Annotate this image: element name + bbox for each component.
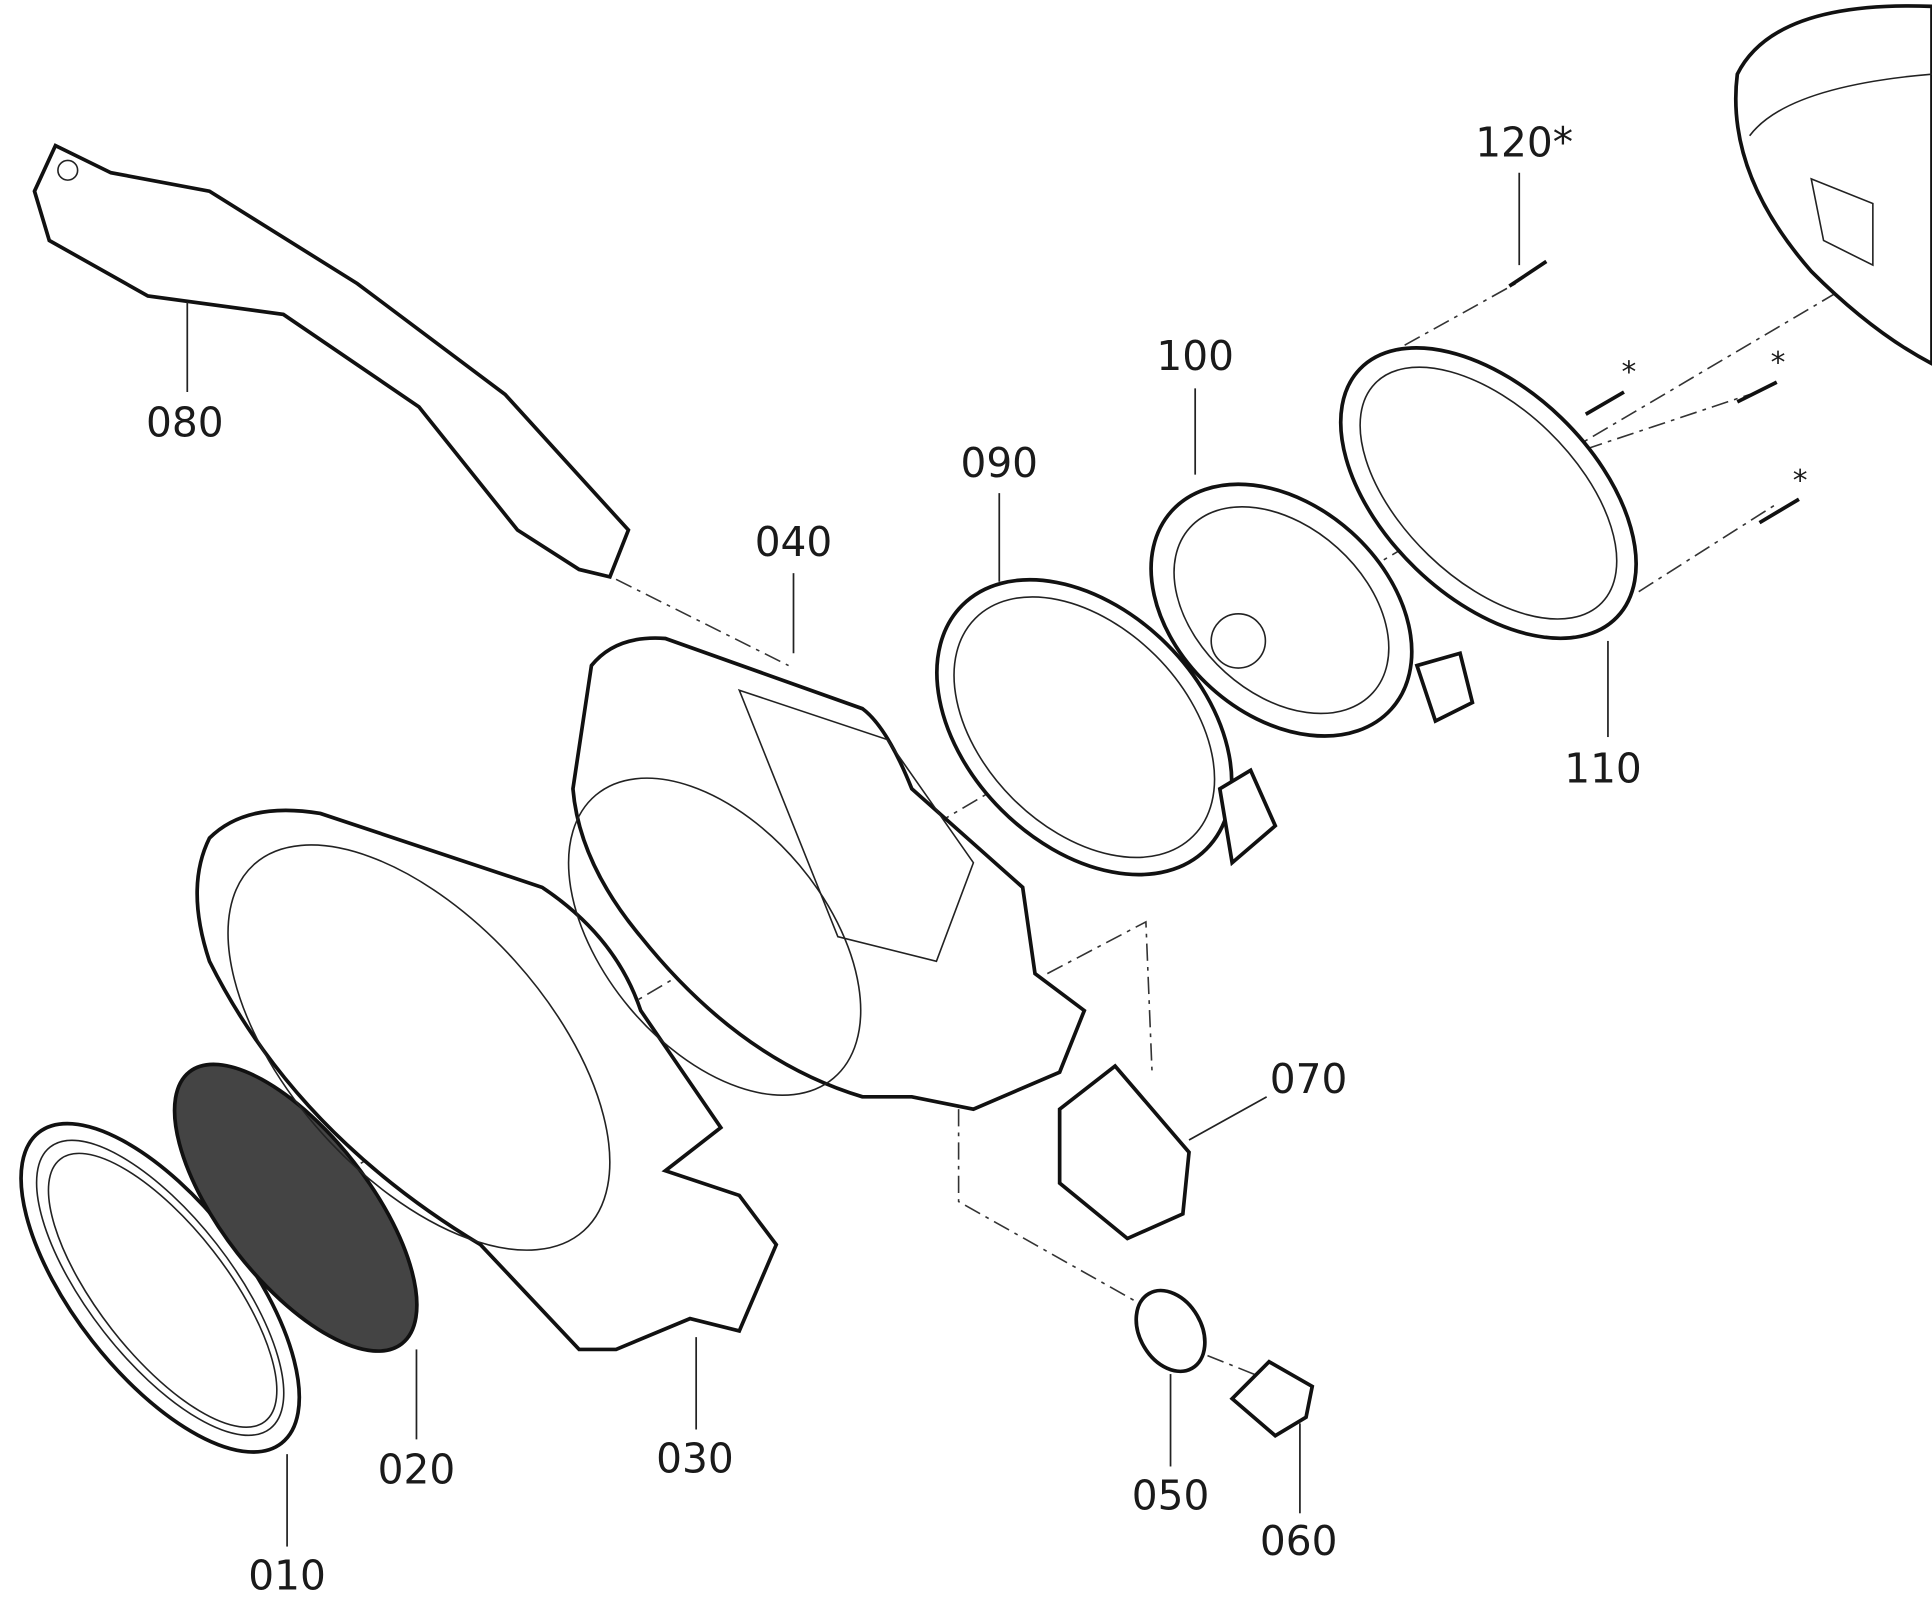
part-020-grille (172, 1062, 419, 1353)
part-110-ring-plate (1338, 346, 1638, 641)
leader-lines (186, 172, 1609, 1547)
label-100: 100 (1156, 332, 1234, 380)
assembly-axes (159, 270, 1874, 1381)
screw-marker: * (1622, 355, 1637, 389)
label-120: 120* (1475, 119, 1573, 167)
part-040-frame (567, 636, 1087, 1112)
part-050-jack (1134, 1288, 1207, 1374)
part-080-headband-arm (32, 143, 631, 580)
screw-marker: * (1771, 345, 1786, 379)
label-040: 040 (755, 518, 833, 566)
label-020: 020 (378, 1446, 456, 1494)
part-060-cap (1229, 1359, 1315, 1438)
label-050: 050 (1132, 1472, 1210, 1520)
label-010: 010 (248, 1552, 326, 1600)
part-030-housing (195, 808, 779, 1352)
screw-marker: * (1793, 464, 1808, 498)
label-110: 110 (1564, 745, 1642, 793)
part-090-ring (935, 577, 1278, 877)
part-070-clip (1057, 1063, 1191, 1241)
label-080: 080 (146, 398, 224, 446)
part-ear-cushion (1733, 4, 1932, 366)
part-100-driver (1149, 482, 1475, 738)
label-030: 030 (656, 1435, 734, 1483)
label-060: 060 (1260, 1517, 1338, 1565)
screws (1508, 259, 1800, 525)
label-070: 070 (1270, 1055, 1348, 1103)
label-090: 090 (960, 439, 1038, 487)
